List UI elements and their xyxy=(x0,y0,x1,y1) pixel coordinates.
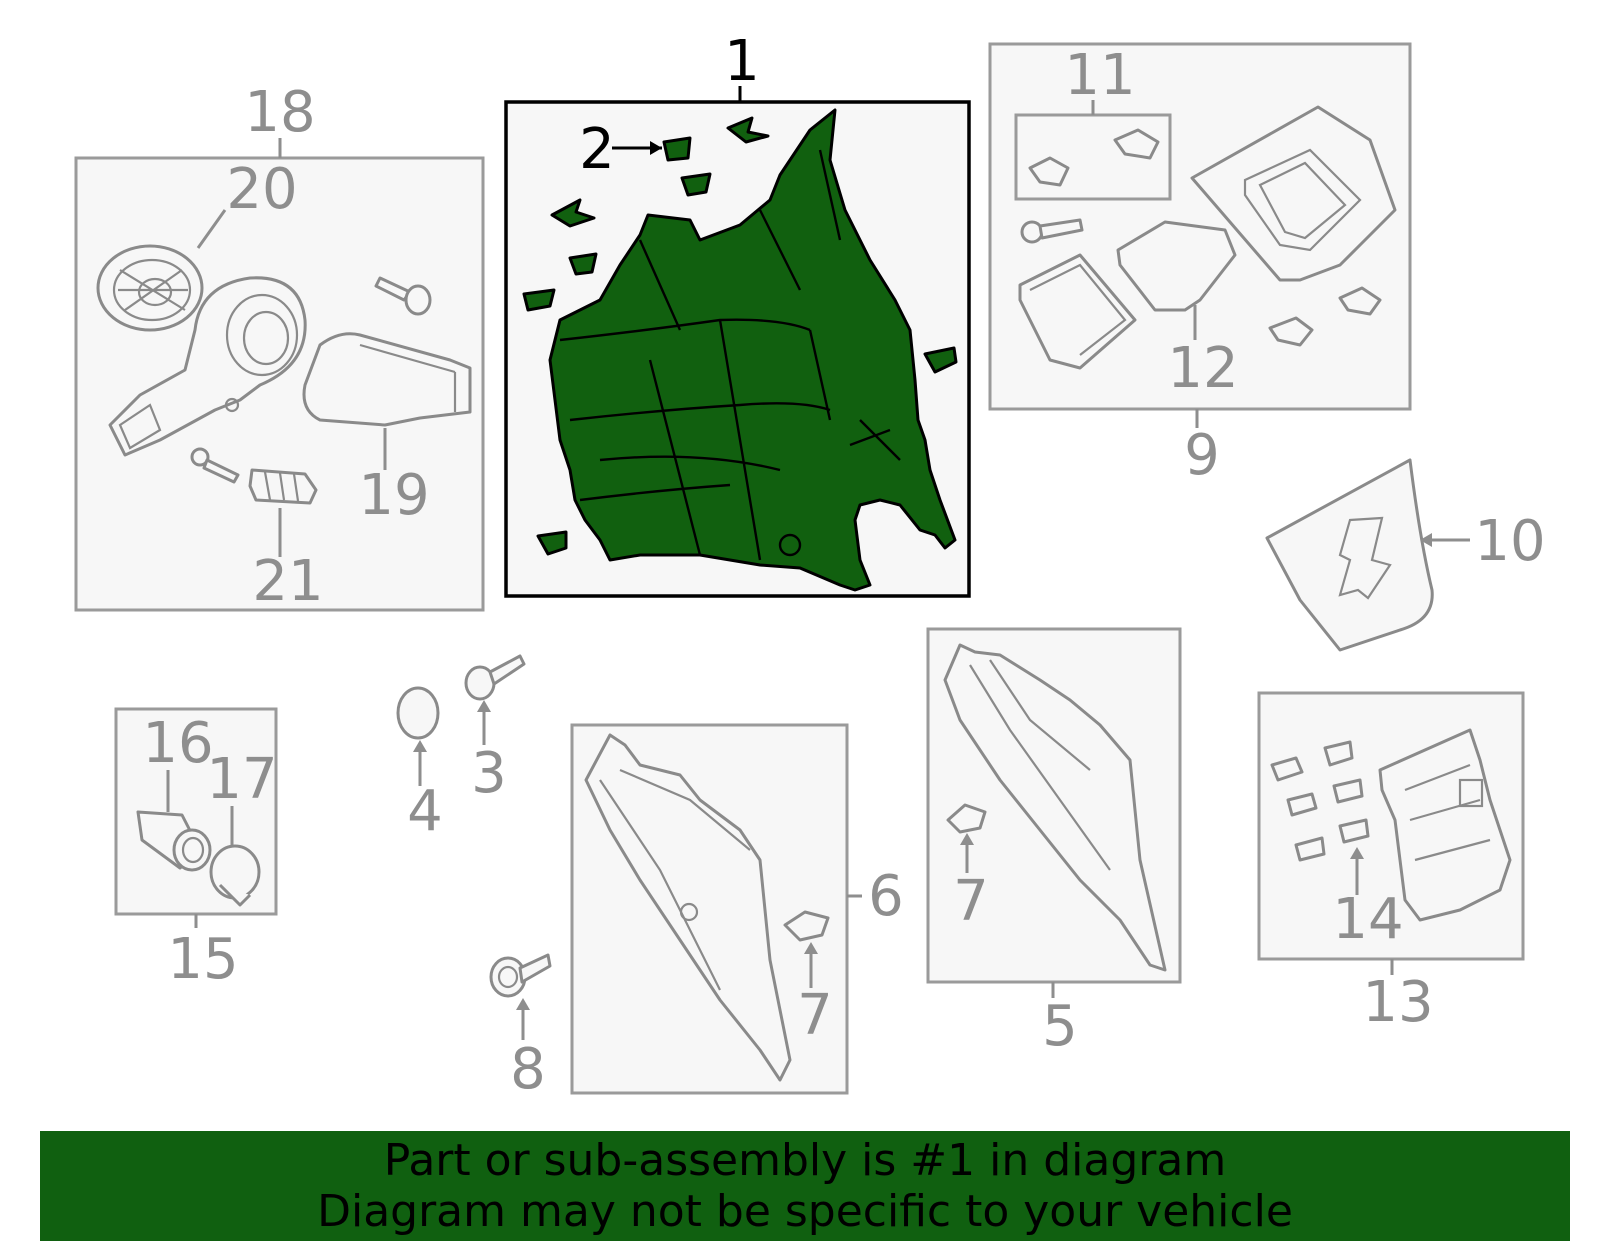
callout-16[interactable]: 16 xyxy=(142,711,213,776)
callout-2[interactable]: 2 xyxy=(579,117,615,182)
callout-21[interactable]: 21 xyxy=(252,549,323,614)
callout-6[interactable]: 6 xyxy=(868,864,904,929)
lower-trim-icon xyxy=(584,733,792,1082)
callout-7b[interactable]: 7 xyxy=(797,983,833,1048)
blower-fan-icon xyxy=(96,244,204,332)
part-8-fastener[interactable]: 8 xyxy=(489,953,552,1102)
callout-9[interactable]: 9 xyxy=(1184,423,1220,488)
part-4-plug[interactable]: 4 xyxy=(396,686,443,844)
callout-14[interactable]: 14 xyxy=(1332,887,1403,952)
clips-icon xyxy=(522,116,958,556)
callout-12[interactable]: 12 xyxy=(1167,336,1238,401)
screw-icon xyxy=(1020,218,1084,244)
callout-13[interactable]: 13 xyxy=(1362,970,1433,1035)
callout-5[interactable]: 5 xyxy=(1042,994,1078,1059)
plug-icon xyxy=(396,686,440,740)
clips-14-icon xyxy=(1270,740,1370,862)
clip-7-icon xyxy=(946,803,987,834)
callout-3[interactable]: 3 xyxy=(471,741,507,806)
screw-icon xyxy=(374,276,432,316)
group-5-trim[interactable]: 7 5 xyxy=(926,627,1182,1059)
shift-panel-icon xyxy=(1190,105,1397,282)
callout-4[interactable]: 4 xyxy=(407,779,443,844)
blower-housing-icon xyxy=(108,276,307,457)
callout-7a[interactable]: 7 xyxy=(953,869,989,934)
group-13-bracket[interactable]: 14 13 xyxy=(1257,691,1525,1035)
bezel-12-icon xyxy=(1116,220,1237,312)
socket-cap-icon xyxy=(209,844,261,907)
screw-icon xyxy=(464,654,526,701)
callout-20[interactable]: 20 xyxy=(226,157,297,222)
group-1-quarter-panel[interactable]: 1 2 xyxy=(504,29,971,598)
callout-17[interactable]: 17 xyxy=(206,747,277,812)
bolt-icon xyxy=(190,447,240,484)
clip-7-icon xyxy=(783,910,830,942)
blower-cover-icon xyxy=(302,332,472,427)
banner-line-1: Part or sub-assembly is #1 in diagram xyxy=(383,1135,1227,1186)
upper-trim-icon xyxy=(943,643,1167,972)
connector-icon xyxy=(248,468,318,505)
callout-19[interactable]: 19 xyxy=(358,463,429,528)
group-9-console[interactable]: 11 12 9 xyxy=(988,42,1412,488)
clips-icon xyxy=(1268,286,1382,347)
callout-11[interactable]: 11 xyxy=(1064,43,1135,108)
quarter-trim-panel-icon xyxy=(548,108,957,592)
callout-10[interactable]: 10 xyxy=(1474,509,1545,574)
banner-line-2: Diagram may not be specific to your vehi… xyxy=(317,1186,1293,1237)
bracket-icon xyxy=(1378,728,1512,922)
callout-8[interactable]: 8 xyxy=(510,1037,546,1102)
power-socket-icon xyxy=(136,810,212,872)
group-6-trim[interactable]: 6 7 xyxy=(570,723,904,1095)
group-15-socket[interactable]: 16 17 15 xyxy=(114,707,278,992)
module-icon xyxy=(1018,253,1137,370)
group-10-shift-plate[interactable]: 10 xyxy=(1265,458,1546,652)
info-banner: Part or sub-assembly is #1 in diagram Di… xyxy=(40,1131,1570,1241)
part-3-screw[interactable]: 3 xyxy=(464,654,526,806)
group-18-blower[interactable]: 18 20 19 xyxy=(74,80,485,614)
callout-18[interactable]: 18 xyxy=(244,80,315,145)
shift-plate-icon xyxy=(1265,458,1434,652)
callout-15[interactable]: 15 xyxy=(167,927,238,992)
callout-1[interactable]: 1 xyxy=(724,29,760,94)
fastener-icon xyxy=(489,953,552,998)
clip-11-icon xyxy=(1028,128,1160,187)
